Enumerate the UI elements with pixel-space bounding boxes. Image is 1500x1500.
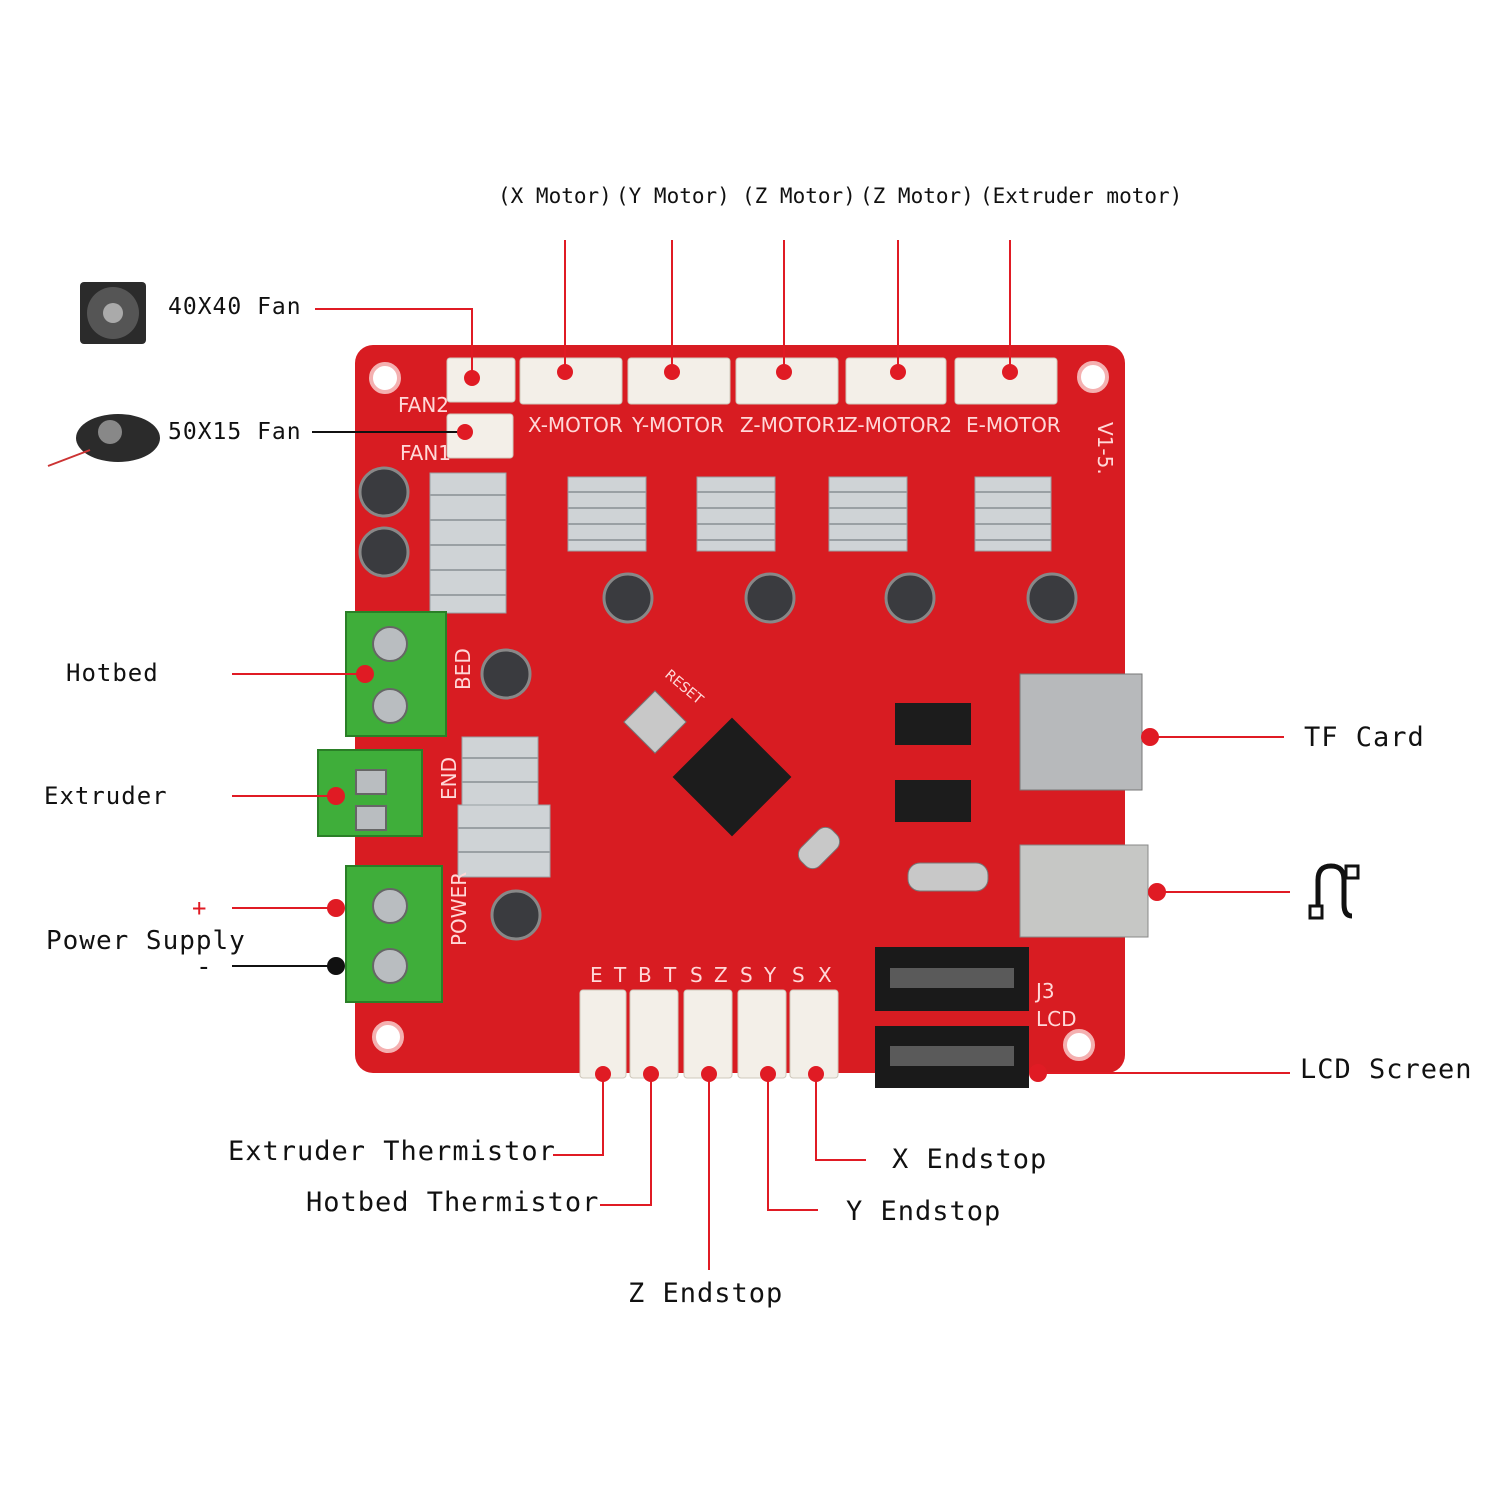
lcd-screen-label: LCD Screen (1300, 1054, 1473, 1085)
silk-pin-0: E (590, 963, 603, 987)
hotbed-thermistor-label: Hotbed Thermistor (306, 1187, 600, 1218)
silk-pin-6: S (740, 963, 753, 987)
silk-pin-1: T (613, 963, 627, 987)
tf-card-slot (1019, 673, 1143, 791)
y-endstop-label: Y Endstop (846, 1196, 1002, 1227)
crystal-2 (907, 862, 989, 892)
terminal-screws (355, 626, 408, 984)
connector-dots (327, 364, 1166, 1082)
fan-50-dot (457, 424, 473, 440)
silk-y-motor: Y-MOTOR (631, 413, 724, 437)
silk-fan1: FAN1 (400, 441, 451, 465)
mounting-holes (369, 361, 1109, 1061)
silk-bed: BED (451, 648, 475, 690)
tf-card-label: TF Card (1304, 722, 1425, 753)
x-motor-label: (X Motor) (498, 184, 612, 208)
usb-port (1019, 844, 1149, 938)
fan-40-label: 40X40 Fan (168, 294, 302, 320)
driver-heatsinks (567, 476, 1052, 552)
z-endstop-label: Z Endstop (628, 1278, 784, 1309)
usb-cable-icon (1308, 863, 1360, 920)
extruder-motor-label: (Extruder motor) (980, 184, 1183, 208)
ic-2 (895, 780, 971, 822)
silk-version: V1-5. (1093, 422, 1117, 475)
silk-power: POWER (447, 872, 471, 946)
hotbed-label: Hotbed (66, 659, 159, 687)
power-supply-label: Power Supply (46, 926, 246, 956)
capacitors (358, 466, 1078, 941)
mosfet-heatsinks (429, 472, 551, 878)
silk-z-motor2: Z-MOTOR2 (844, 413, 952, 437)
leader-lines (232, 240, 1290, 1270)
silk-pin-9: X (818, 963, 832, 987)
silk-pin-2: B (638, 963, 652, 987)
fan1-connector (446, 413, 514, 459)
minus-sign: - (196, 952, 213, 982)
silk-z-motor1: Z-MOTOR1 (740, 413, 848, 437)
minus-dot (327, 957, 345, 975)
silk-end: END (437, 757, 461, 800)
ic-1 (895, 703, 971, 745)
motor-connectors (519, 357, 1058, 405)
plus-sign: + (192, 894, 208, 922)
silk-e-motor: E-MOTOR (966, 413, 1061, 437)
x-endstop-label: X Endstop (892, 1144, 1048, 1175)
silk-pin-3: T (663, 963, 677, 987)
fan-50-label: 50X15 Fan (168, 419, 302, 445)
fan-40-icon (80, 282, 146, 344)
extruder-label: Extruder (44, 782, 168, 810)
silk-lcd: LCD (1036, 1007, 1077, 1031)
reset-button (623, 690, 687, 754)
fan-50-icon (47, 414, 160, 467)
y-motor-label: (Y Motor) (616, 184, 730, 208)
bottom-connectors (579, 989, 839, 1079)
fan2-connector (446, 357, 516, 403)
silk-x-motor: X-MOTOR (528, 413, 623, 437)
z-motor-2-label: (Z Motor) (860, 184, 974, 208)
silk-fan2: FAN2 (398, 393, 449, 417)
silk-pin-7: Y (763, 963, 777, 987)
silk-pin-8: S (792, 963, 805, 987)
mcu-chip (672, 717, 792, 837)
silk-pin-5: Z (714, 963, 728, 987)
silk-j3: J3 (1034, 979, 1055, 1003)
extruder-thermistor-label: Extruder Thermistor (228, 1136, 556, 1167)
silk-pin-4: S (690, 963, 703, 987)
crystal-1 (797, 826, 841, 870)
z-motor-1-label: (Z Motor) (742, 184, 856, 208)
